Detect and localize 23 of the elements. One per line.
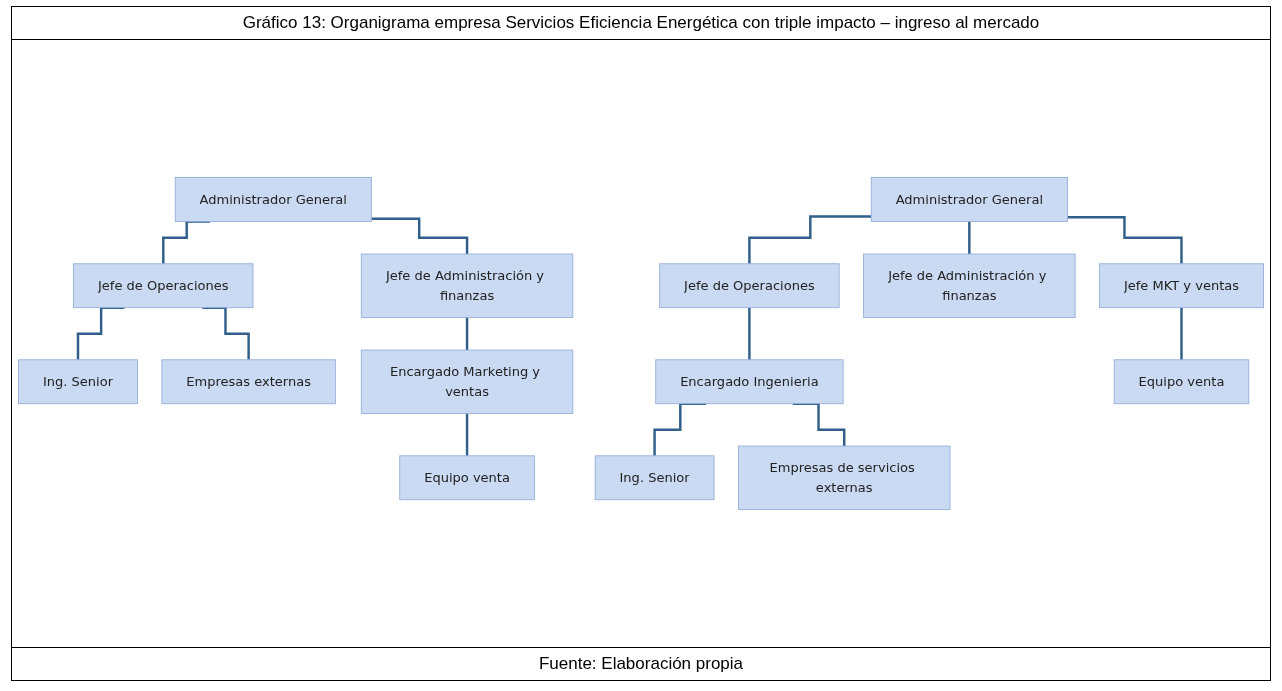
figure-title: Gráfico 13: Organigrama empresa Servicios Eficiencia Energética con triple impacto – ingreso al mercado: [12, 7, 1270, 40]
node-box: Jefe de Operaciones: [73, 263, 254, 309]
node-box: Encargado Ingenieria: [655, 359, 844, 405]
connector: [465, 316, 469, 352]
node-box: Empresas externas: [161, 359, 336, 405]
node-box: Equipo venta: [1113, 359, 1250, 405]
source-caption: Fuente: Elaboración propia: [12, 647, 1270, 680]
connector: [748, 215, 872, 265]
node-box: Administrador General: [174, 177, 372, 222]
node-box: Administrador General: [870, 177, 1068, 222]
node-box: Jefe de Administración y finanzas: [863, 253, 1076, 318]
connector: [1180, 306, 1183, 361]
node-box: Jefe de Administración y finanzas: [360, 253, 574, 318]
node-box: Ing. Senior: [594, 455, 715, 501]
node-box: Ing. Senior: [18, 359, 138, 405]
node-box: Encargado Marketing y ventas: [360, 349, 574, 414]
connector: [1067, 215, 1183, 265]
node-box: Jefe MKT y ventas: [1099, 263, 1264, 309]
node-box: Jefe de Operaciones: [659, 263, 840, 309]
node-box: Empresas de servicios externas: [738, 445, 951, 510]
connector: [465, 412, 469, 457]
node-box: Equipo venta: [399, 455, 535, 501]
connector: [748, 306, 751, 361]
